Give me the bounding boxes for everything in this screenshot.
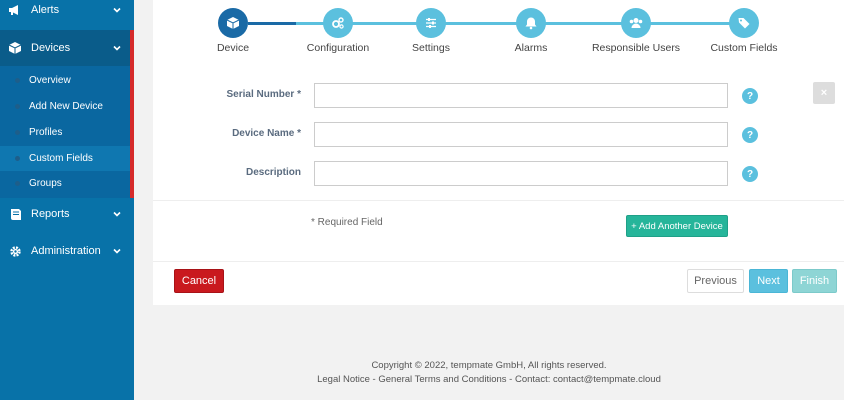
previous-button[interactable]: Previous [687,269,744,293]
subitem-label: Add New Device [29,101,103,112]
book-icon [8,207,22,221]
step-custom-fields[interactable]: Custom Fields [694,8,794,54]
chevron-down-icon [113,211,121,217]
subitem-label: Groups [29,178,62,189]
bullet-icon [15,156,20,161]
footer-separator: - [369,374,379,385]
step-label: Device [216,42,250,54]
add-device-wizard-card: Device Configuration Settings Alarms Res… [153,0,844,305]
description-label: Description [245,167,301,178]
add-another-device-button[interactable]: + Add Another Device [626,215,728,237]
step-alarms[interactable]: Alarms [481,8,581,54]
sidebar-subitem-profiles[interactable]: Profiles [0,120,130,145]
users-icon [621,8,651,38]
description-row: Description ? [153,161,844,187]
bullet-icon [15,181,20,186]
terms-link[interactable]: General Terms and Conditions [378,374,507,385]
sliders-icon [416,8,446,38]
divider [153,200,844,201]
bullet-icon [15,130,20,135]
device-name-label: Device Name * [232,128,301,139]
bell-icon [516,8,546,38]
serial-number-row: Serial Number * ? [153,83,844,109]
sidebar-item-devices[interactable]: Devices [0,30,134,66]
bullet-icon [15,78,20,83]
next-button[interactable]: Next [749,269,788,293]
tags-icon [729,8,759,38]
cancel-button[interactable]: Cancel [174,269,224,293]
device-name-input[interactable] [314,122,728,147]
footer-links: Legal Notice - General Terms and Conditi… [134,374,844,385]
step-responsible-users[interactable]: Responsible Users [586,8,686,54]
bullet-icon [15,104,20,109]
subitem-label: Overview [29,75,71,86]
chevron-down-icon [113,45,121,51]
divider [153,261,844,262]
sidebar-subitem-custom-fields[interactable]: Custom Fields [0,146,130,171]
step-settings[interactable]: Settings [381,8,481,54]
chevron-down-icon [113,7,121,13]
sidebar-item-administration[interactable]: Administration [0,233,134,269]
subitem-label: Profiles [29,127,63,138]
device-name-row: Device Name * ? [153,122,844,148]
subitem-label: Custom Fields [29,153,93,164]
sidebar-subitem-add-new-device[interactable]: Add New Device [0,94,130,119]
sidebar-item-label: Reports [31,208,70,220]
serial-number-label: Serial Number * [226,89,301,100]
sidebar: Alerts Devices Overview Add New Device P… [0,0,134,400]
help-icon[interactable]: ? [742,166,758,182]
serial-number-input[interactable] [314,83,728,108]
help-icon[interactable]: ? [742,88,758,104]
gear-icon [8,244,22,258]
chevron-down-icon [113,248,121,254]
cube-icon [8,41,22,55]
sidebar-item-label: Alerts [31,4,60,16]
step-label: Alarms [514,42,548,54]
step-label: Responsible Users [591,42,681,54]
remove-device-button[interactable]: × [813,82,835,104]
bullhorn-icon [8,3,22,17]
sidebar-item-reports[interactable]: Reports [0,196,134,232]
sidebar-item-alerts[interactable]: Alerts [0,0,134,28]
help-icon[interactable]: ? [742,127,758,143]
sidebar-item-label: Administration [31,245,101,257]
footer-copyright: Copyright © 2022, tempmate GmbH, All rig… [371,360,607,371]
sidebar-subitem-overview[interactable]: Overview [0,68,130,93]
legal-notice-link[interactable]: Legal Notice [317,374,370,385]
footer-contact-label: - Contact: [506,374,553,385]
cube-icon [218,8,248,38]
devices-submenu [0,66,134,198]
required-field-note: * Required Field [311,217,383,228]
cogs-icon [323,8,353,38]
contact-email-link[interactable]: contact@tempmate.cloud [553,374,661,385]
step-configuration[interactable]: Configuration [288,8,388,54]
sidebar-item-label: Devices [31,42,71,54]
finish-button[interactable]: Finish [792,269,837,293]
step-connector [248,22,296,25]
step-label: Settings [412,42,450,54]
active-section-indicator [130,30,134,198]
step-label: Custom Fields [710,42,778,54]
step-device[interactable]: Device [183,8,283,54]
description-input[interactable] [314,161,728,186]
step-label: Configuration [306,42,370,54]
sidebar-subitem-groups[interactable]: Groups [0,171,130,196]
